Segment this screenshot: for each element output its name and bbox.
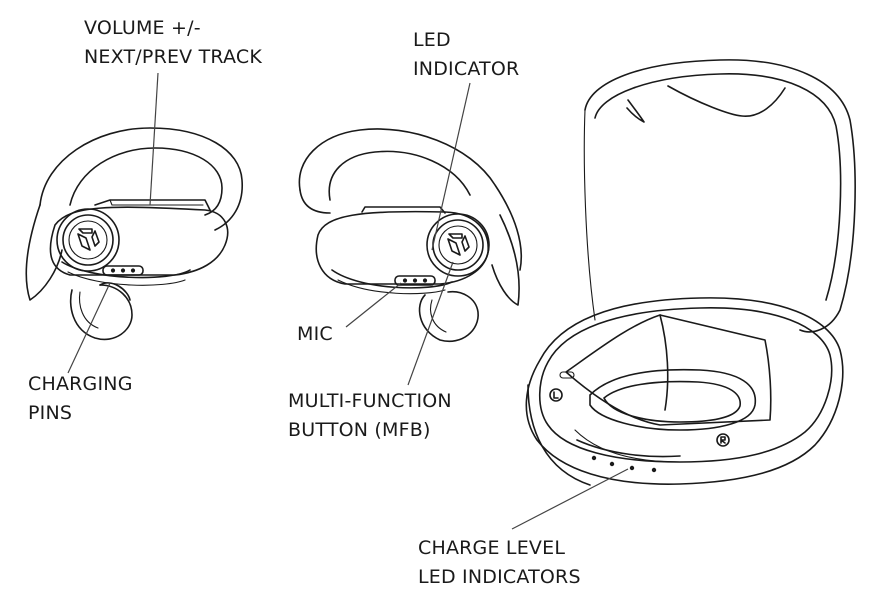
label-charging-line1: CHARGING	[28, 373, 133, 395]
label-volume-controls: VOLUME +/- NEXT/PREV TRACK	[84, 14, 262, 72]
leader-charge-level	[511, 468, 629, 530]
charging-case-illustration	[525, 59, 856, 486]
leader-led	[431, 82, 471, 251]
leader-volume	[149, 72, 159, 206]
label-charge-line2: LED INDICATORS	[418, 566, 581, 588]
right-marker-icon	[716, 433, 730, 447]
label-charging-pins: CHARGING PINS	[28, 370, 133, 428]
label-volume-line2: NEXT/PREV TRACK	[84, 46, 263, 68]
leader-lines	[67, 72, 629, 530]
label-mic: MIC	[297, 320, 333, 349]
label-led-line1: LED	[413, 29, 451, 51]
label-led-line2: INDICATOR	[413, 58, 520, 80]
leader-charging-pins	[67, 282, 111, 374]
leader-mic	[345, 282, 402, 328]
label-charge-line1: CHARGE LEVEL	[418, 537, 566, 559]
label-mfb-line1: MULTI-FUNCTION	[288, 390, 452, 412]
label-charging-line2: PINS	[28, 402, 73, 424]
brand-logo-icon	[77, 228, 100, 251]
brand-logo-icon	[447, 233, 470, 256]
right-earbud-illustration	[298, 128, 523, 343]
left-marker-icon	[549, 388, 563, 402]
label-mic-text: MIC	[297, 323, 333, 345]
label-multi-function-button: MULTI-FUNCTION BUTTON (MFB)	[288, 387, 452, 445]
label-charge-level-leds: CHARGE LEVEL LED INDICATORS	[418, 534, 581, 592]
leader-mfb	[407, 261, 454, 386]
label-volume-line1: VOLUME +/-	[84, 17, 201, 39]
label-mfb-line2: BUTTON (MFB)	[288, 419, 431, 441]
left-earbud-illustration	[25, 127, 243, 341]
label-led-indicator: LED INDICATOR	[413, 26, 519, 84]
